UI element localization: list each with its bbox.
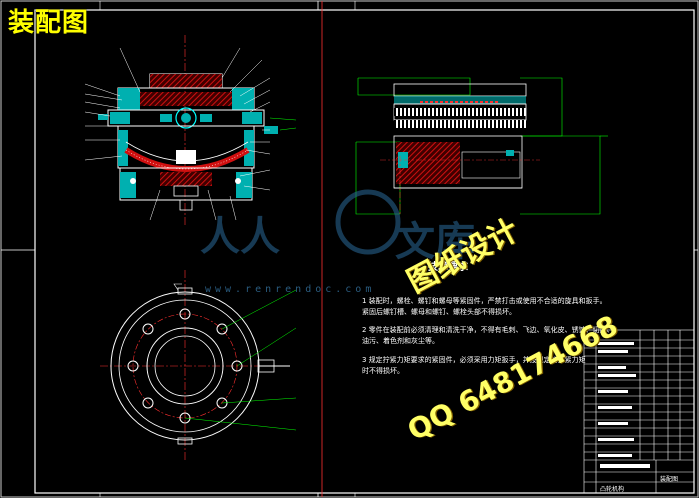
tech-note-2: 紧固后螺钉槽、螺母和螺钉、螺栓头部不得损坏。 [362, 308, 516, 316]
title-block [583, 329, 695, 494]
tech-note-6: 时不得损坏。 [362, 367, 404, 375]
svg-text:文库: 文库 [395, 219, 475, 265]
tech-note-1: 1 装配时，螺栓、螺钉和螺母等紧固件，严禁打击或使用不合适的旋具和扳手。 [362, 297, 607, 305]
tech-note-5: 3 规定拧紧力矩要求的紧固件，必须采用力矩扳手，并按规定的拧紧力矩 [362, 356, 586, 364]
drawing-frame [34, 9, 695, 494]
title-block-company: 凸轮机构 [600, 486, 625, 493]
tech-requirements-heading: 技术要求 [428, 262, 468, 273]
front-section-view [98, 35, 278, 225]
svg-text:人人: 人人 [200, 214, 280, 260]
leader-lines-top-view [184, 289, 297, 431]
tech-note-4: 油污、着色剂和灰尘等。 [362, 337, 439, 345]
side-view [355, 77, 608, 215]
watermark-logo: 人人 文库 [200, 189, 475, 265]
title-block-drawing-name: 装配图 [660, 476, 679, 483]
leader-lines-front [84, 47, 271, 221]
watermark-url: www.renrendoc.com [205, 284, 376, 295]
title-block-fill [598, 342, 650, 468]
tech-note-3: 2 零件在装配前必须清理和清洗干净，不得有毛刺、飞边、氧化皮、锈蚀、切屑、 [362, 326, 614, 334]
drawing-title: 装配图 [8, 8, 90, 38]
top-view [100, 270, 290, 462]
leader-lines-green [269, 117, 297, 131]
